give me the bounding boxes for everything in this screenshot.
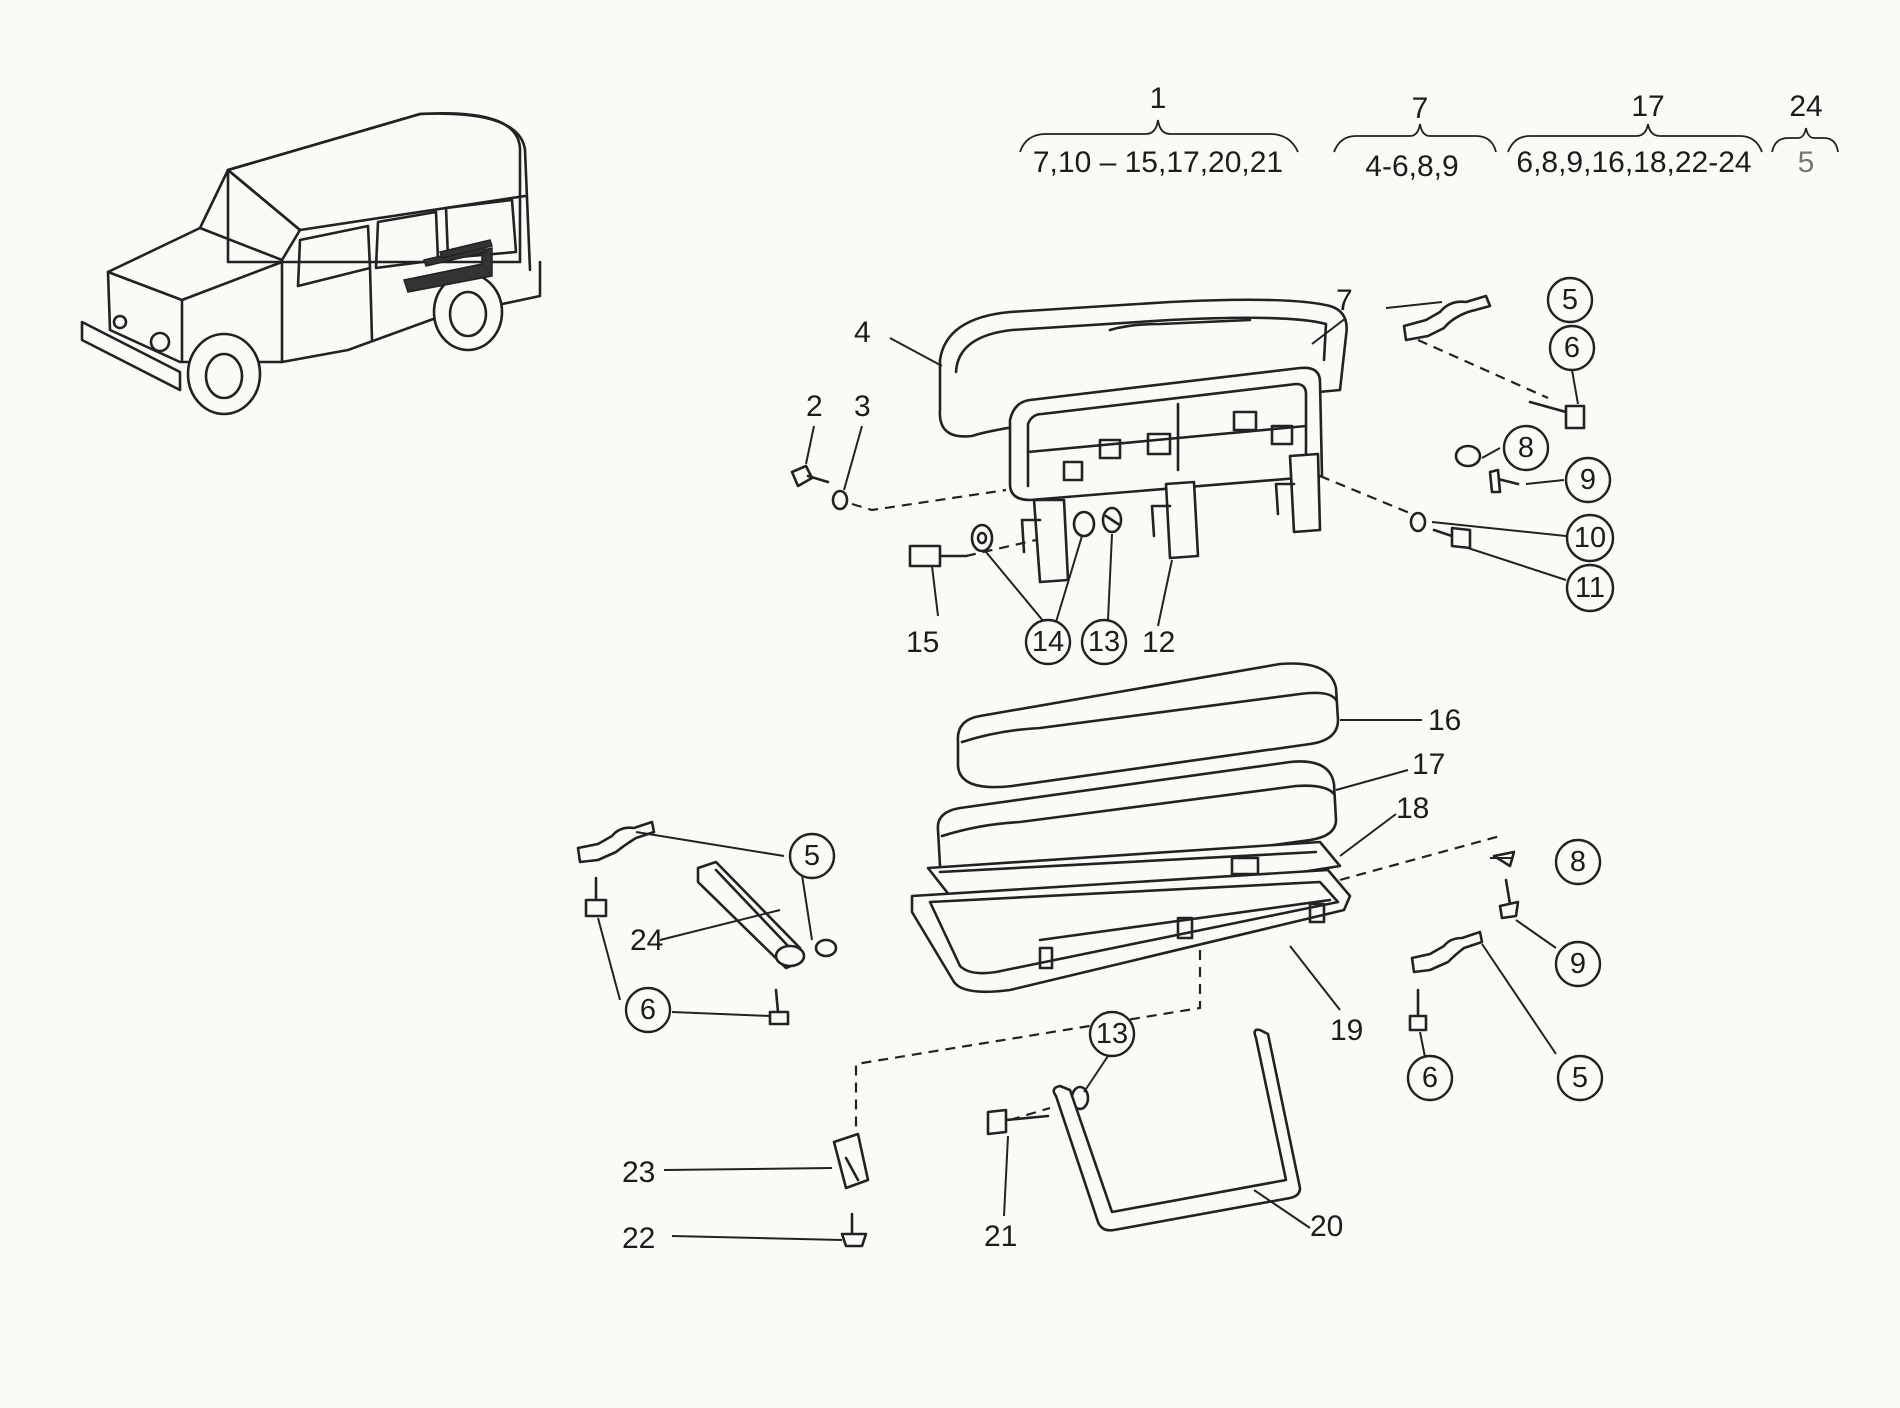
washer-3 — [831, 489, 849, 511]
label-3: 3 — [854, 390, 871, 423]
label-20: 20 — [1310, 1210, 1343, 1243]
callout-9-right-text: 9 — [1570, 948, 1586, 980]
callout-11-text: 11 — [1575, 572, 1605, 604]
label-24: 24 — [630, 924, 663, 957]
clip-5-right — [1410, 930, 1484, 974]
label-21: 21 — [984, 1220, 1017, 1253]
group-7-main: 7 — [1412, 92, 1429, 125]
bracket-23 — [832, 1132, 870, 1190]
callout-14: 14 — [1024, 618, 1072, 666]
callout-9-top: 9 — [1564, 456, 1612, 504]
callout-6-top-text: 6 — [1564, 332, 1580, 364]
callout-11: 11 — [1565, 563, 1615, 613]
callout-8-right: 8 — [1554, 838, 1602, 886]
assembly-line-21 — [1009, 1106, 1051, 1122]
assembly-line-2 — [851, 488, 1007, 512]
label-16: 16 — [1428, 704, 1461, 737]
callout-5-top-text: 5 — [1562, 284, 1578, 316]
callout-5-right-text: 5 — [1572, 1062, 1588, 1094]
clip-5-top — [1402, 294, 1492, 342]
clip-5-left — [576, 820, 656, 864]
label-12: 12 — [1142, 626, 1175, 659]
callout-6-left-text: 6 — [640, 994, 656, 1026]
locknut-13 — [1101, 506, 1123, 534]
group-7-sub: 4-6,8,9 — [1365, 150, 1458, 183]
support-bar-20 — [1052, 1028, 1302, 1232]
label-19: 19 — [1330, 1014, 1363, 1047]
assembly-line-15 — [965, 538, 1037, 558]
screw-6-left-lower — [768, 988, 790, 1026]
callout-8-top-text: 8 — [1518, 432, 1534, 464]
callout-9-top-text: 9 — [1580, 464, 1596, 496]
label-23: 23 — [622, 1156, 655, 1189]
assembly-line-5 — [1417, 338, 1549, 400]
callout-9-right: 9 — [1554, 940, 1602, 988]
callout-6-right-text: 6 — [1422, 1062, 1438, 1094]
seat-tray-19 — [910, 868, 1352, 994]
group-label-17: 17 6,8,9,16,18,22-24 — [1507, 90, 1763, 179]
screw-6-top — [1528, 400, 1586, 430]
bolt-21 — [986, 1108, 1050, 1136]
vehicle-location-icon — [80, 112, 542, 416]
callout-13-top-text: 13 — [1088, 626, 1120, 658]
screw-6-left-upper — [584, 876, 608, 918]
label-4: 4 — [854, 316, 871, 349]
label-22: 22 — [622, 1222, 655, 1255]
callout-13-bottom: 13 — [1088, 1010, 1136, 1058]
group-label-24: 24 5 — [1771, 90, 1839, 179]
callout-8-top: 8 — [1502, 424, 1550, 472]
label-15: 15 — [906, 626, 939, 659]
screw-22 — [840, 1212, 868, 1248]
callout-10-text: 10 — [1574, 522, 1606, 554]
callout-5-left-text: 5 — [804, 840, 820, 872]
screw-6-right — [1408, 988, 1428, 1032]
callout-5-top: 5 — [1546, 276, 1594, 324]
bolt-15 — [908, 544, 968, 568]
group-17-sub: 6,8,9,16,18,22-24 — [1516, 146, 1751, 179]
callout-6-right: 6 — [1406, 1054, 1454, 1102]
callout-8-right-text: 8 — [1570, 846, 1586, 878]
label-7: 7 — [1336, 284, 1353, 317]
bolt-11 — [1432, 526, 1472, 550]
callout-14-text: 14 — [1032, 626, 1064, 658]
washer-10 — [1409, 511, 1427, 533]
screw-9-right — [1498, 878, 1520, 920]
assembly-line-8-right — [1339, 834, 1501, 882]
group-24-main: 24 — [1789, 90, 1822, 123]
strap-24 — [696, 860, 838, 970]
group-1-main: 1 — [1150, 82, 1167, 115]
label-17: 17 — [1412, 748, 1445, 781]
seat-cushion-16 — [956, 662, 1340, 789]
label-2: 2 — [806, 390, 823, 423]
group-1-sub: 7,10 – 15,17,20,21 — [1033, 146, 1283, 179]
callout-6-top: 6 — [1548, 324, 1596, 372]
bolt-2 — [790, 464, 830, 488]
callout-6-left: 6 — [624, 986, 672, 1034]
group-label-7: 7 4-6,8,9 — [1333, 92, 1497, 183]
nut-14 — [1072, 510, 1096, 538]
callout-5-right: 5 — [1556, 1054, 1604, 1102]
group-17-main: 17 — [1631, 90, 1664, 123]
washer-8-top — [1454, 444, 1482, 468]
callout-5-left: 5 — [788, 832, 836, 880]
callout-13-top: 13 — [1080, 618, 1128, 666]
screw-9-top — [1488, 468, 1520, 494]
group-24-sub: 5 — [1798, 146, 1815, 179]
label-18: 18 — [1396, 792, 1429, 825]
group-label-1: 1 7,10 – 15,17,20,21 — [1019, 82, 1299, 179]
washer-14 — [970, 523, 994, 553]
backrest-frame — [1008, 366, 1324, 584]
assembly-line-10 — [1319, 474, 1413, 516]
callout-10: 10 — [1565, 513, 1615, 563]
callout-13-bottom-text: 13 — [1096, 1018, 1128, 1050]
